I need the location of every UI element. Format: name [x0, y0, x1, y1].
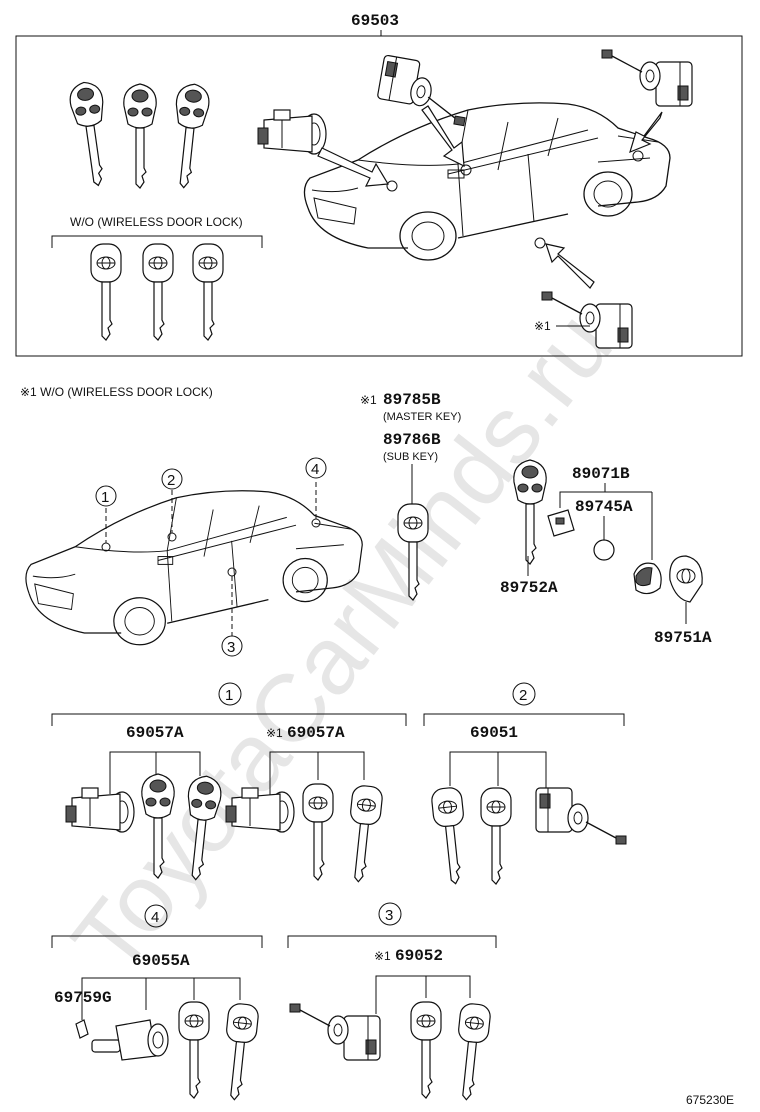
group-1-mark-b: ※1: [266, 726, 283, 740]
top-box-group-label: W/O (WIRELESS DOOR LOCK): [70, 215, 243, 229]
group-3-part-number: 69052: [395, 947, 443, 965]
plain-key-a: [90, 243, 122, 341]
remote-pn-89745A: 89745A: [575, 498, 633, 516]
remote-key-b: [123, 83, 157, 189]
master-key-part-number: 89785B: [383, 391, 441, 409]
plain-key-c: [192, 243, 224, 341]
group-2-plain-key-b: [480, 787, 512, 885]
svg-text:4: 4: [311, 461, 319, 478]
group-1-plain-key-a: [302, 783, 334, 881]
remote-case: [633, 562, 662, 595]
diagram-code: 675230E: [686, 1093, 734, 1107]
group-1-circle: 1: [218, 682, 242, 706]
remote-cover: [669, 555, 703, 603]
car-callout-2: 2: [161, 468, 183, 490]
luggage-lock-top: [374, 54, 475, 127]
group-2-plain-key-a: [430, 786, 472, 886]
group-2-circle: 2: [512, 682, 536, 706]
top-box: [15, 35, 743, 357]
car-callout-1: 1: [95, 485, 117, 507]
svg-text:4: 4: [151, 909, 159, 926]
group-2-door-lock: [535, 787, 627, 845]
svg-text:3: 3: [227, 639, 235, 656]
remote-pn-89071B: 89071B: [572, 465, 630, 483]
car-callout-4: 4: [305, 457, 327, 479]
remote-pn-89751A: 89751A: [654, 629, 712, 647]
top-box-part-number: 69503: [351, 12, 399, 30]
group-1-part-number-b: 69057A: [287, 724, 345, 742]
group-4-plain-key-b: [218, 1002, 260, 1102]
svg-text:3: 3: [385, 907, 393, 924]
group-4-circle: 4: [144, 904, 168, 928]
remote-key-c: [167, 81, 212, 190]
group-4-plain-key-a: [178, 1001, 210, 1099]
group-4-sub-part-number: 69759G: [54, 989, 112, 1007]
glovebox-lock-top: [601, 49, 693, 107]
top-car: [303, 102, 671, 261]
top-box-callout-mark: ※1: [534, 319, 551, 333]
svg-text:2: 2: [519, 687, 527, 704]
master-key-label: (MASTER KEY): [383, 411, 461, 423]
ignition-cylinder-top: [257, 109, 327, 155]
group-3-door-lock: [289, 1003, 381, 1061]
group-3-mark: ※1: [374, 949, 391, 963]
group-3-plain-key-b: [450, 1002, 492, 1102]
group-1-plain-key-b: [342, 784, 384, 884]
group-3-plain-key-a: [410, 1001, 442, 1099]
svg-text:1: 1: [225, 687, 233, 704]
remote-pn-89752A: 89752A: [500, 579, 558, 597]
svg-text:2: 2: [167, 472, 175, 489]
battery: [593, 539, 615, 561]
group-3-circle: 3: [378, 902, 402, 926]
group-1-cylinder-a: [65, 787, 135, 833]
group-1-part-number-a: 69057A: [126, 724, 184, 742]
plain-key-b: [142, 243, 174, 341]
footnote: ※1 W/O (WIRELESS DOOR LOCK): [20, 385, 213, 399]
key-board: [547, 509, 575, 537]
svg-text:1: 1: [101, 489, 109, 506]
group-4-lock-cylinder: [91, 1019, 169, 1061]
remote-key-a: [67, 79, 115, 189]
group-4-clip: [75, 1019, 89, 1039]
sub-key-part-number: 89786B: [383, 431, 441, 449]
car-callout-3: 3: [221, 635, 243, 657]
group-4-part-number: 69055A: [132, 952, 190, 970]
master-key-mark: ※1: [360, 393, 377, 407]
group-2-part-number: 69051: [470, 724, 518, 742]
remote-key-full: [513, 459, 547, 565]
sub-key-label: (SUB KEY): [383, 451, 438, 463]
